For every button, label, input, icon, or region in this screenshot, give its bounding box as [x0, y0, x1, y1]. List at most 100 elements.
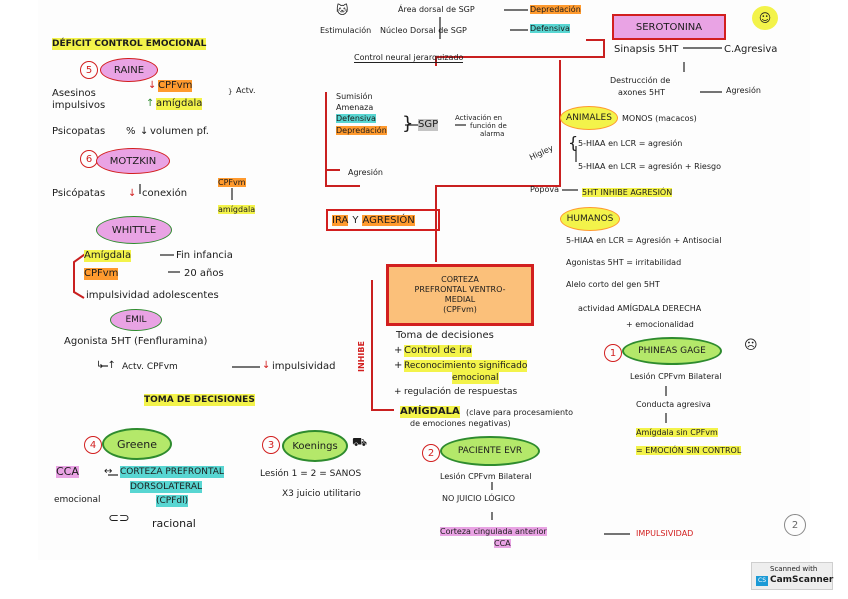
emil-line3: impulsividad [272, 361, 336, 372]
toma-title: TOMA DE DECISIONES [144, 394, 255, 406]
cca-arrow-icon: ↔ [104, 466, 113, 477]
koenings-number: 3 [262, 436, 280, 454]
whittle-line2a: CPFvm [84, 268, 119, 280]
humanos-line1: 5-HIAA en LCR = Agresión + Antisocial [566, 236, 722, 245]
reconocimiento: Reconocimiento significado [404, 360, 528, 372]
motzkin-amigdala: amígdala [218, 205, 256, 214]
agresion-label: Agresión [348, 168, 383, 177]
whittle-name: WHITTLE [96, 216, 172, 244]
cpfvm-box: CORTEZA PREFRONTAL VENTRO- MEDIAL (CPFvm… [386, 264, 534, 326]
motzkin-name: MOTZKIN [96, 148, 170, 174]
plus-icon-2: + [394, 360, 403, 371]
agresion-box-label: AGRESIÓN [362, 214, 415, 226]
control-neural: Control neural jerarquizado [354, 53, 464, 63]
koenings-line2: X3 juicio utilitario [282, 489, 361, 499]
list-sumision: Sumisión [336, 92, 373, 101]
humanos-line2: Agonistas 5HT = irritabilidad [566, 258, 682, 267]
sgp-label: SGP [418, 119, 439, 131]
y-label: Y [352, 214, 359, 226]
monos-label: MONOS (macacos) [622, 114, 697, 123]
bracket-icon: } [228, 88, 233, 96]
raine-line3a: Psicopatas [52, 126, 106, 137]
list-amenaza: Amenaza [336, 103, 374, 112]
motzkin-down-icon: ↓ [128, 188, 137, 199]
amigdala-note-2: de emociones negativas) [410, 419, 511, 428]
c-agresiva-text: C.Agresiva [724, 44, 778, 55]
destruccion-text: Destrucción de [610, 76, 671, 85]
corteza-line1: CORTEZA [441, 275, 479, 284]
gage-line2: Conducta agresiva [636, 400, 711, 409]
raine-name: RAINE [100, 58, 158, 82]
raine-number: 5 [80, 61, 98, 79]
camscanner-logo-icon: CS [756, 576, 768, 586]
greene-cortex: CORTEZA PREFRONTAL [120, 466, 224, 478]
head-icon: ☹ [744, 338, 758, 353]
deficit-title: DÉFICIT CONTROL EMOCIONAL [52, 38, 207, 50]
bracket-icon-2: } [402, 113, 414, 134]
estimulacion-text: Estimulación [320, 26, 372, 35]
raine-actv: Actv. [236, 86, 256, 95]
bracket-icon-3: { [568, 133, 579, 152]
whittle-line3: impulsividad adolescentes [86, 290, 219, 301]
nucleo-text: Núcleo Dorsal de SGP [380, 26, 467, 35]
raine-line2a: impulsivos [52, 100, 106, 111]
camscanner-stamp: Scanned with CS CamScanner [751, 562, 833, 590]
motzkin-cpfvm: CPFvm [218, 178, 246, 187]
gage-name: PHINEAS GAGE [622, 337, 722, 365]
emocional-label: emocional [452, 372, 499, 384]
area-text: Área dorsal de SGP [398, 5, 475, 14]
evr-number: 2 [422, 444, 440, 462]
motzkin-line1b: conexión [142, 188, 188, 199]
humanos-line4: actividad AMÍGDALA DERECHA [578, 304, 702, 313]
cingulada-line1: Corteza cingulada anterior [440, 527, 547, 536]
cat-icon: 🐱 [336, 3, 349, 17]
raine-down-icon: ↓ [140, 126, 149, 137]
down-arrow-icon: ↓ [148, 80, 157, 91]
cca-label: CCA [56, 465, 79, 478]
greene-name: Greene [102, 428, 172, 460]
regulacion: regulación de respuestas [404, 387, 518, 397]
plus-icon-1: + [394, 345, 403, 356]
evr-line2: NO JUICIO LÓGICO [442, 494, 516, 503]
sinapsis-text: Sinapsis 5HT [614, 44, 679, 55]
emil-line1: Agonista 5HT (Fenfluramina) [64, 336, 208, 347]
toma-decisiones: Toma de decisiones [396, 330, 494, 341]
plus-icon-3: + [394, 387, 402, 397]
smiley-icon: ☺ [752, 6, 778, 30]
brain-icon: ⊂⊃ [108, 511, 130, 526]
greene-dorsolat: DORSOLATERAL [130, 481, 202, 493]
gage-line1: Lesión CPFvm Bilateral [630, 372, 722, 381]
cingulada-line2: CCA [494, 539, 511, 548]
higley-line1: 5-HIAA en LCR = agresión [578, 139, 683, 148]
motzkin-line1a: Psicópatas [52, 188, 106, 199]
stamp-line1: Scanned with [770, 565, 818, 573]
popova-text: 5HT INHIBE AGRESIÓN [582, 188, 673, 197]
serotonina-box: SEROTONINA [612, 14, 726, 40]
whittle-line2b: 20 años [184, 268, 224, 279]
greene-racional: racional [152, 517, 196, 530]
raine-line2b: amígdala [156, 98, 203, 110]
higley-line2: 5-HIAA en LCR = agresión + Riesgo [578, 162, 721, 171]
humanos-label: HUMANOS [560, 207, 620, 231]
greene-emocional: emocional [54, 495, 101, 505]
humanos-line3: Alelo corto del gen 5HT [566, 280, 660, 289]
inhibe-label: INHIBE [357, 341, 366, 372]
control-ira: Control de ira [404, 345, 473, 357]
emil-line2: Actv. CPFvm [122, 362, 178, 372]
depredacion-top: Depredación [530, 5, 581, 14]
impulsividad-label: IMPULSIVIDAD [636, 529, 694, 538]
agresion-right: Agresión [726, 86, 761, 95]
humanos-line5: + emocionalidad [626, 320, 694, 329]
list-defensiva: Defensiva [336, 114, 376, 123]
animales-label: ANIMALES [560, 106, 618, 130]
greene-cpfdl: (CPFdl) [156, 495, 189, 507]
gage-line4: = EMOCIÓN SIN CONTROL [636, 446, 742, 455]
whittle-line1b: Fin infancia [176, 250, 233, 261]
stamp-line2: CamScanner [770, 575, 834, 585]
activacion-1: Activación en [455, 114, 503, 122]
greene-number: 4 [84, 436, 102, 454]
page-number: 2 [784, 514, 806, 536]
emil-arrow-icon: ↳ ↑ [96, 360, 116, 371]
raine-percent-icon: % [126, 126, 136, 137]
